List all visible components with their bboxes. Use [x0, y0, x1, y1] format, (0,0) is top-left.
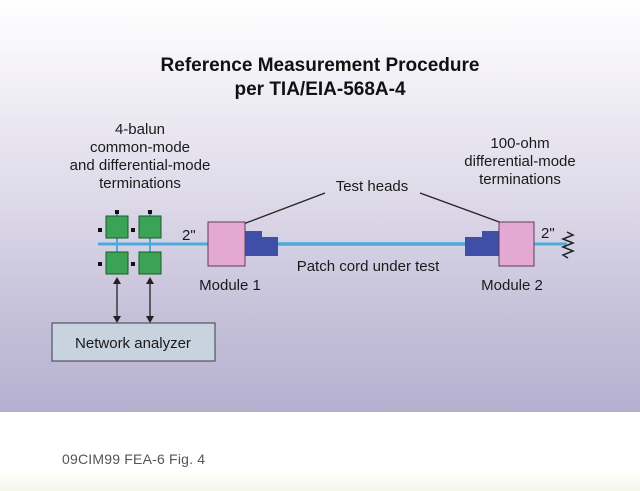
balun-block — [105, 215, 129, 239]
title-line-1: Reference Measurement Procedure — [161, 55, 480, 76]
resistor-icon — [560, 231, 576, 259]
title-line-2: per TIA/EIA-568A-4 — [234, 79, 405, 100]
ohm-label-line-1: 100-ohm — [490, 135, 549, 152]
test-head-left — [245, 231, 278, 256]
analyzer-arrows — [113, 277, 154, 323]
network-analyzer-box — [51, 322, 216, 362]
network-analyzer-label: Network analyzer — [75, 335, 191, 352]
ohm-label-line-3: terminations — [479, 171, 561, 188]
balun-label-line-3: and differential-mode — [70, 157, 211, 174]
diagram-svg: Reference Measurement Procedure per TIA/… — [51, 55, 576, 362]
balun-block — [138, 215, 162, 239]
balun-label-line-2: common-mode — [90, 139, 190, 156]
balun-block-group — [105, 215, 162, 275]
patch-cord-label: Patch cord under test — [297, 258, 440, 275]
diagram-canvas: Reference Measurement Procedure per TIA/… — [0, 0, 640, 412]
test-head-leader-left — [237, 192, 326, 227]
module-2-label: Module 2 — [481, 277, 543, 294]
balun-block — [138, 251, 162, 275]
balun-block — [105, 251, 129, 275]
caption-area — [0, 412, 640, 491]
test-head-right — [465, 231, 499, 256]
module-2-box — [498, 221, 535, 267]
test-heads-label: Test heads — [336, 178, 409, 195]
figure-caption: 09CIM99 FEA-6 Fig. 4 — [62, 451, 206, 467]
balun-label-line-1: 4-balun — [115, 121, 165, 138]
test-head-leader-right — [419, 192, 503, 224]
balun-terminal-dots — [98, 210, 152, 266]
module-1-label: Module 1 — [199, 277, 261, 294]
left-length-label: 2" — [182, 227, 196, 244]
balun-label-line-4: terminations — [99, 175, 181, 192]
module-1-box — [207, 221, 246, 267]
right-length-label: 2" — [541, 225, 555, 242]
ohm-label-line-2: differential-mode — [464, 153, 575, 170]
